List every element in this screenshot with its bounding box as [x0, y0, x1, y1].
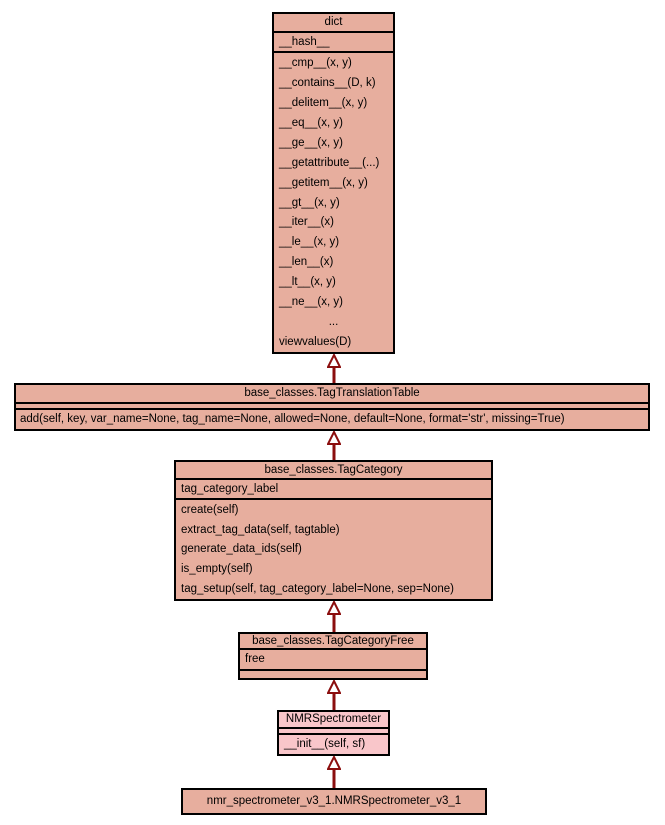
method: is_empty(self): [181, 563, 253, 576]
attributes-compartment: __hash__: [274, 33, 393, 53]
method: create(self): [181, 503, 239, 516]
class-name: base_classes.TagTranslationTable: [16, 385, 648, 404]
inheritance-arrow: [327, 354, 341, 383]
empty-attributes-compartment: [279, 729, 388, 735]
class-name: nmr_spectrometer_v3_1.NMRSpectrometer_v3…: [206, 795, 462, 807]
method: __lt__(x, y): [279, 276, 336, 289]
methods-ellipsis: ...: [328, 316, 339, 329]
method: __cmp__(x, y): [279, 56, 352, 69]
method: viewvalues(D): [279, 336, 352, 349]
attribute: free: [240, 650, 426, 671]
class-name: NMRSpectrometer: [279, 712, 388, 729]
class-name: base_classes.TagCategory: [176, 462, 491, 480]
inheritance-arrow: [327, 680, 341, 710]
attribute: tag_category_label: [176, 480, 491, 500]
method: __len__(x): [279, 256, 334, 269]
method: tag_setup(self, tag_category_label=None,…: [181, 583, 454, 596]
method: add(self, key, var_name=None, tag_name=N…: [20, 413, 565, 425]
inheritance-arrow: [327, 756, 341, 788]
inheritance-arrow: [327, 431, 341, 460]
method: __getitem__(x, y): [279, 176, 368, 189]
inheritance-arrow: [327, 601, 341, 632]
method: __gt__(x, y): [279, 196, 340, 209]
method: __init__(self, sf): [284, 738, 366, 750]
method: __eq__(x, y): [279, 116, 343, 129]
class-name: base_classes.TagCategoryFree: [240, 634, 426, 650]
method: __ge__(x, y): [279, 136, 343, 149]
method: __ne__(x, y): [279, 296, 343, 309]
empty-methods-compartment: [240, 671, 426, 678]
methods-compartment: create(self) extract_tag_data(self, tagt…: [176, 500, 491, 599]
methods-compartment: __init__(self, sf): [279, 735, 388, 754]
attributes-compartment: free: [240, 650, 426, 671]
class-box-nmr-spectrometer: NMRSpectrometer __init__(self, sf): [277, 710, 390, 756]
empty-attributes-compartment: [16, 404, 648, 410]
class-box-dict: dict __hash__ __cmp__(x, y) __contains__…: [272, 12, 395, 354]
methods-compartment: add(self, key, var_name=None, tag_name=N…: [16, 410, 648, 429]
method: __iter__(x): [279, 216, 334, 229]
class-name: dict: [274, 14, 393, 33]
method: __le__(x, y): [279, 236, 340, 249]
method: __delitem__(x, y): [279, 96, 368, 109]
method: __contains__(D, k): [279, 76, 376, 89]
class-box-tag-category: base_classes.TagCategory tag_category_la…: [174, 460, 493, 601]
class-box-tag-category-free: base_classes.TagCategoryFree free: [238, 632, 428, 680]
class-box-tag-translation-table: base_classes.TagTranslationTable add(sel…: [14, 383, 650, 431]
attributes-compartment: tag_category_label: [176, 480, 491, 500]
class-box-nmr-spectrometer-v3-1: nmr_spectrometer_v3_1.NMRSpectrometer_v3…: [181, 788, 487, 815]
method: __getattribute__(...): [279, 156, 380, 169]
method: generate_data_ids(self): [181, 543, 302, 556]
attribute: __hash__: [274, 33, 393, 53]
method: extract_tag_data(self, tagtable): [181, 523, 340, 536]
methods-compartment: __cmp__(x, y) __contains__(D, k) __delit…: [274, 53, 393, 352]
